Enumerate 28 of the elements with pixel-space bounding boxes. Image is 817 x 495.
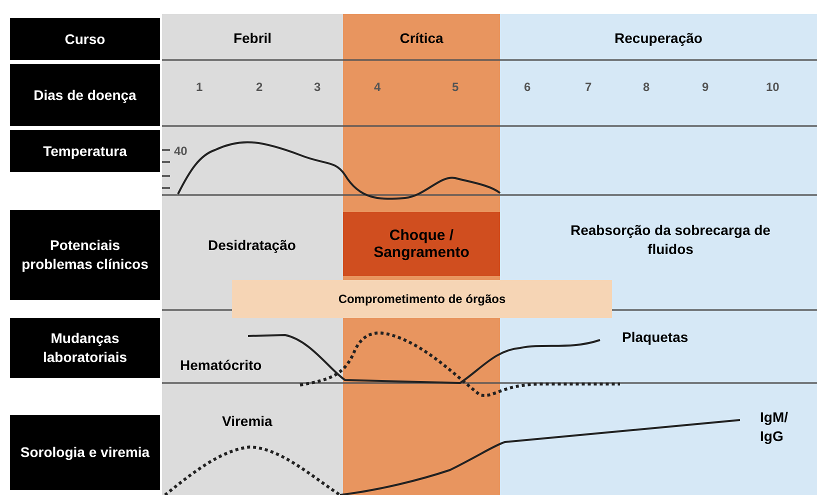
row-header: Mudanças laboratoriais (10, 318, 160, 378)
curve-label: Viremia (222, 412, 272, 431)
day-number: 7 (585, 80, 592, 94)
day-number: 5 (452, 80, 459, 94)
row-header: Dias de doença (10, 64, 160, 126)
row-header: Temperatura (10, 130, 160, 172)
row-header: Sorologia e viremia (10, 415, 160, 490)
row-header: Curso (10, 18, 160, 60)
tick-value: 40 (174, 144, 188, 158)
phase-title: Febril (232, 30, 273, 46)
phase-title: Crítica (398, 30, 444, 46)
day-number: 10 (766, 80, 780, 94)
day-number: 2 (256, 80, 263, 94)
curve-label: Hematócrito (180, 356, 262, 375)
problem-label: Desidratação (208, 236, 296, 255)
day-number: 8 (643, 80, 650, 94)
row-header: Potenciais problemas clínicos (10, 210, 160, 300)
curve-label: IgM/ IgG (760, 408, 789, 446)
day-number: 9 (702, 80, 709, 94)
day-number: 1 (196, 80, 203, 94)
curve-label: Plaquetas (622, 328, 688, 347)
day-number: 4 (374, 80, 381, 94)
phase-title: Recuperação (614, 30, 704, 46)
problem-box: Comprometimento de órgãos (232, 280, 612, 318)
problem-label: Reabsorção da sobrecarga de fluidos (570, 221, 772, 259)
day-number: 6 (524, 80, 531, 94)
problem-box: Choque / Sangramento (343, 212, 500, 276)
day-number: 3 (314, 80, 321, 94)
